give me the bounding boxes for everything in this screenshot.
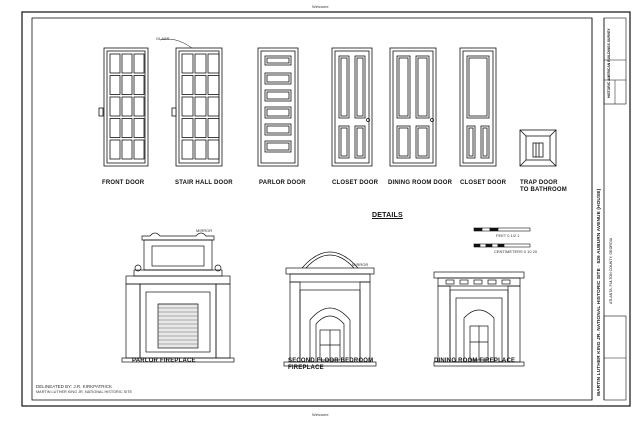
glass-pane — [194, 75, 207, 95]
door-label-trap-line2: TO BATHROOM — [520, 187, 567, 193]
bottom-sheet-label: Welcome — [312, 412, 329, 417]
glass-pane — [133, 118, 145, 138]
door-label-closet-1: CLOSET DOOR — [332, 180, 379, 186]
delineator-subtitle: MARTIN LUTHER KING JR. NATIONAL HISTORIC… — [36, 390, 133, 394]
glass-pane — [181, 96, 194, 117]
outer-border — [21, 11, 631, 407]
glass-pane — [207, 139, 220, 160]
glass-pane — [194, 139, 207, 160]
top-sheet-label: Welcome — [312, 4, 329, 9]
glass-pane — [133, 53, 145, 74]
scale-feet-label: FEET 0 1/2 1 — [496, 233, 520, 238]
glass-pane — [181, 75, 194, 95]
delineator-credit: DELINEATED BY: J.R. KIRKPATRICK — [36, 384, 113, 389]
glass-pane — [181, 118, 194, 138]
glass-pane — [207, 53, 220, 74]
glass-pane — [121, 53, 133, 74]
closet-door-2-drawing — [459, 47, 497, 167]
door-label-trap-line1: TRAP DOOR — [520, 180, 558, 186]
glass-pane — [194, 118, 207, 138]
glass-pane — [109, 118, 121, 138]
mirror-callout-1: MIRROR — [196, 228, 213, 233]
door-label-parlor: PARLOR DOOR — [259, 180, 306, 186]
stair-hall-door-drawing — [159, 38, 223, 167]
door-label-closet-2: CLOSET DOOR — [460, 180, 507, 186]
glass-pane — [121, 96, 133, 117]
scale-cm-label: CENTIMETERS 0 10 20 — [494, 249, 538, 254]
glass-pane — [121, 75, 133, 95]
glass-pane — [109, 96, 121, 117]
door-label-front: FRONT DOOR — [102, 180, 145, 186]
glass-pane — [181, 139, 194, 160]
glass-pane — [109, 75, 121, 95]
glass-pane — [133, 139, 145, 160]
glass-pane — [207, 96, 220, 117]
scale-bar — [473, 227, 531, 248]
dining-room-fireplace-drawing — [433, 271, 525, 367]
details-heading: DETAILS — [372, 212, 403, 219]
glass-pane — [133, 75, 145, 95]
project-title: MARTIN LUTHER KING JR. NATIONAL HISTORIC… — [597, 188, 602, 396]
trap-door-drawing — [519, 129, 557, 167]
fireplace-label-bedroom-line2: FIREPLACE — [288, 365, 324, 371]
title-block-note: HISTORIC AMERICAN BUILDINGS SURVEY — [607, 28, 611, 98]
glass-pane — [121, 139, 133, 160]
glass-pane — [207, 75, 220, 95]
glass-pane — [181, 53, 194, 74]
mirror-callout-2: MIRROR — [352, 262, 369, 267]
dining-room-door-drawing — [389, 47, 437, 167]
door-label-stair-hall: STAIR HALL DOOR — [175, 180, 233, 186]
fireplace-label-dining-room: DINING ROOM FIREPLACE — [434, 358, 516, 364]
glass-pane — [109, 53, 121, 74]
glass-pane — [109, 139, 121, 160]
glass-pane — [133, 96, 145, 117]
glass-pane — [121, 118, 133, 138]
door-label-dining-room: DINING ROOM DOOR — [388, 180, 453, 186]
fireplace-label-parlor: PARLOR FIREPLACE — [132, 358, 196, 364]
bedroom-fireplace-drawing — [283, 251, 377, 367]
project-location: ATLANTA, FULTON COUNTY, GEORGIA — [609, 237, 613, 304]
fireplace-label-bedroom-line1: SECOND FLOOR BEDROOM — [288, 358, 374, 364]
closet-door-1-drawing — [331, 47, 373, 167]
parlor-door-drawing — [257, 47, 299, 167]
front-door-drawing — [98, 47, 149, 167]
glass-pane — [194, 96, 207, 117]
glass-pane — [207, 118, 220, 138]
glass-callout: GLASS — [156, 36, 170, 41]
glass-pane — [194, 53, 207, 74]
parlor-fireplace-drawing — [121, 232, 235, 363]
